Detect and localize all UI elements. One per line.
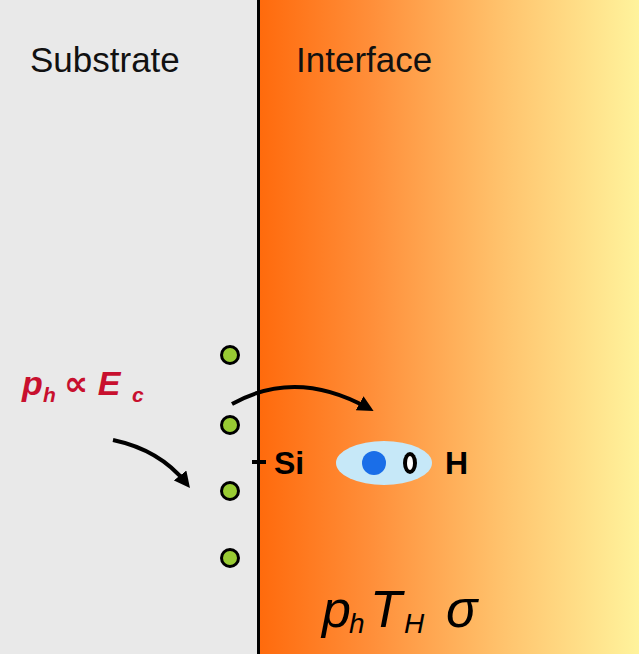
substrate-ground (0, 0, 258, 654)
region-band: Substrate (30, 42, 180, 77)
subscript: h (349, 610, 365, 638)
bond-dash (252, 460, 266, 464)
interface-ground (258, 0, 639, 654)
symbol: ∝ E (64, 366, 120, 400)
symbol: T (370, 583, 402, 635)
region-title: Interface (296, 42, 432, 77)
atom-label: H (445, 447, 468, 479)
transfer-arrow (232, 387, 368, 408)
symbol: p (322, 583, 351, 635)
proton-dot (362, 451, 386, 475)
region-band: Interface (296, 42, 432, 77)
hole-dots (222, 347, 239, 567)
supply-arrow (113, 440, 186, 483)
subscript: c (132, 384, 144, 405)
subscript: h (43, 384, 56, 405)
electron-ring-inner (407, 456, 413, 470)
symbol: σ (446, 583, 477, 635)
boundary-line (257, 0, 260, 654)
electron-ring (403, 452, 417, 474)
region-title: Substrate (30, 42, 180, 77)
atom-label: Si (274, 447, 304, 479)
orbital-ellipse (336, 441, 432, 485)
subscript: H (404, 610, 424, 638)
symbol: p (22, 366, 43, 400)
